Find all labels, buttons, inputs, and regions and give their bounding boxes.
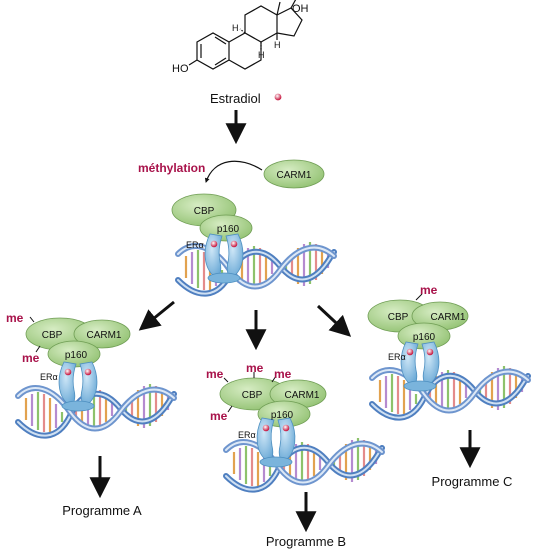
b-p160-label: p160: [271, 410, 294, 421]
a-receptor-label: ERα: [40, 372, 58, 382]
hydrogen-label-1: H: [232, 23, 239, 33]
a-p160-label: p160: [65, 350, 88, 361]
estradiol-molecule: [188, 0, 303, 70]
c-carm1-label: CARM1: [430, 312, 465, 323]
c-receptor-label: ERα: [388, 352, 406, 362]
central-cbp-label: CBP: [194, 206, 215, 217]
estradiol-marker-dot: [274, 93, 282, 101]
hydroxyl-17-label: OH: [292, 3, 309, 15]
b-me-mark-1: me: [206, 367, 224, 381]
methylation-arrow: [204, 160, 263, 183]
central-p160-label: p160: [217, 224, 240, 235]
arrow-to-c: [316, 304, 352, 337]
methylation-label: méthylation: [138, 161, 205, 175]
a-me-mark-2: me: [22, 351, 40, 365]
programme-a-label: Programme A: [62, 503, 142, 518]
b-me-mark-2: me: [246, 361, 264, 375]
b-me-mark-4: me: [210, 409, 228, 423]
a-me-mark-1: me: [6, 311, 24, 325]
complex-c: [367, 293, 528, 418]
estradiol-label: Estradiol: [210, 91, 261, 106]
programme-b-label: Programme B: [266, 534, 346, 549]
carm1-enzyme-label: CARM1: [276, 170, 311, 181]
hydroxyl-3-label: HO: [172, 63, 189, 75]
a-carm1-label: CARM1: [86, 330, 121, 341]
hydrogen-label-2: H: [258, 50, 265, 60]
programme-c-label: Programme C: [432, 474, 513, 489]
b-me-mark-3: me: [274, 367, 292, 381]
c-cbp-label: CBP: [388, 312, 409, 323]
b-carm1-label: CARM1: [284, 390, 319, 401]
arrow-to-a: [138, 300, 175, 331]
complex-a: [18, 316, 174, 436]
a-cbp-label: CBP: [42, 330, 63, 341]
complex-b: [219, 372, 382, 490]
central-receptor-label: ERα: [186, 240, 204, 250]
b-receptor-label: ERα: [238, 430, 256, 440]
carm1-enzyme-blob: [263, 159, 325, 189]
hydrogen-label-3: H: [274, 40, 281, 50]
c-p160-label: p160: [413, 332, 436, 343]
central-complex: [171, 193, 334, 294]
c-me-mark-1: me: [420, 283, 438, 297]
b-cbp-label: CBP: [242, 390, 263, 401]
